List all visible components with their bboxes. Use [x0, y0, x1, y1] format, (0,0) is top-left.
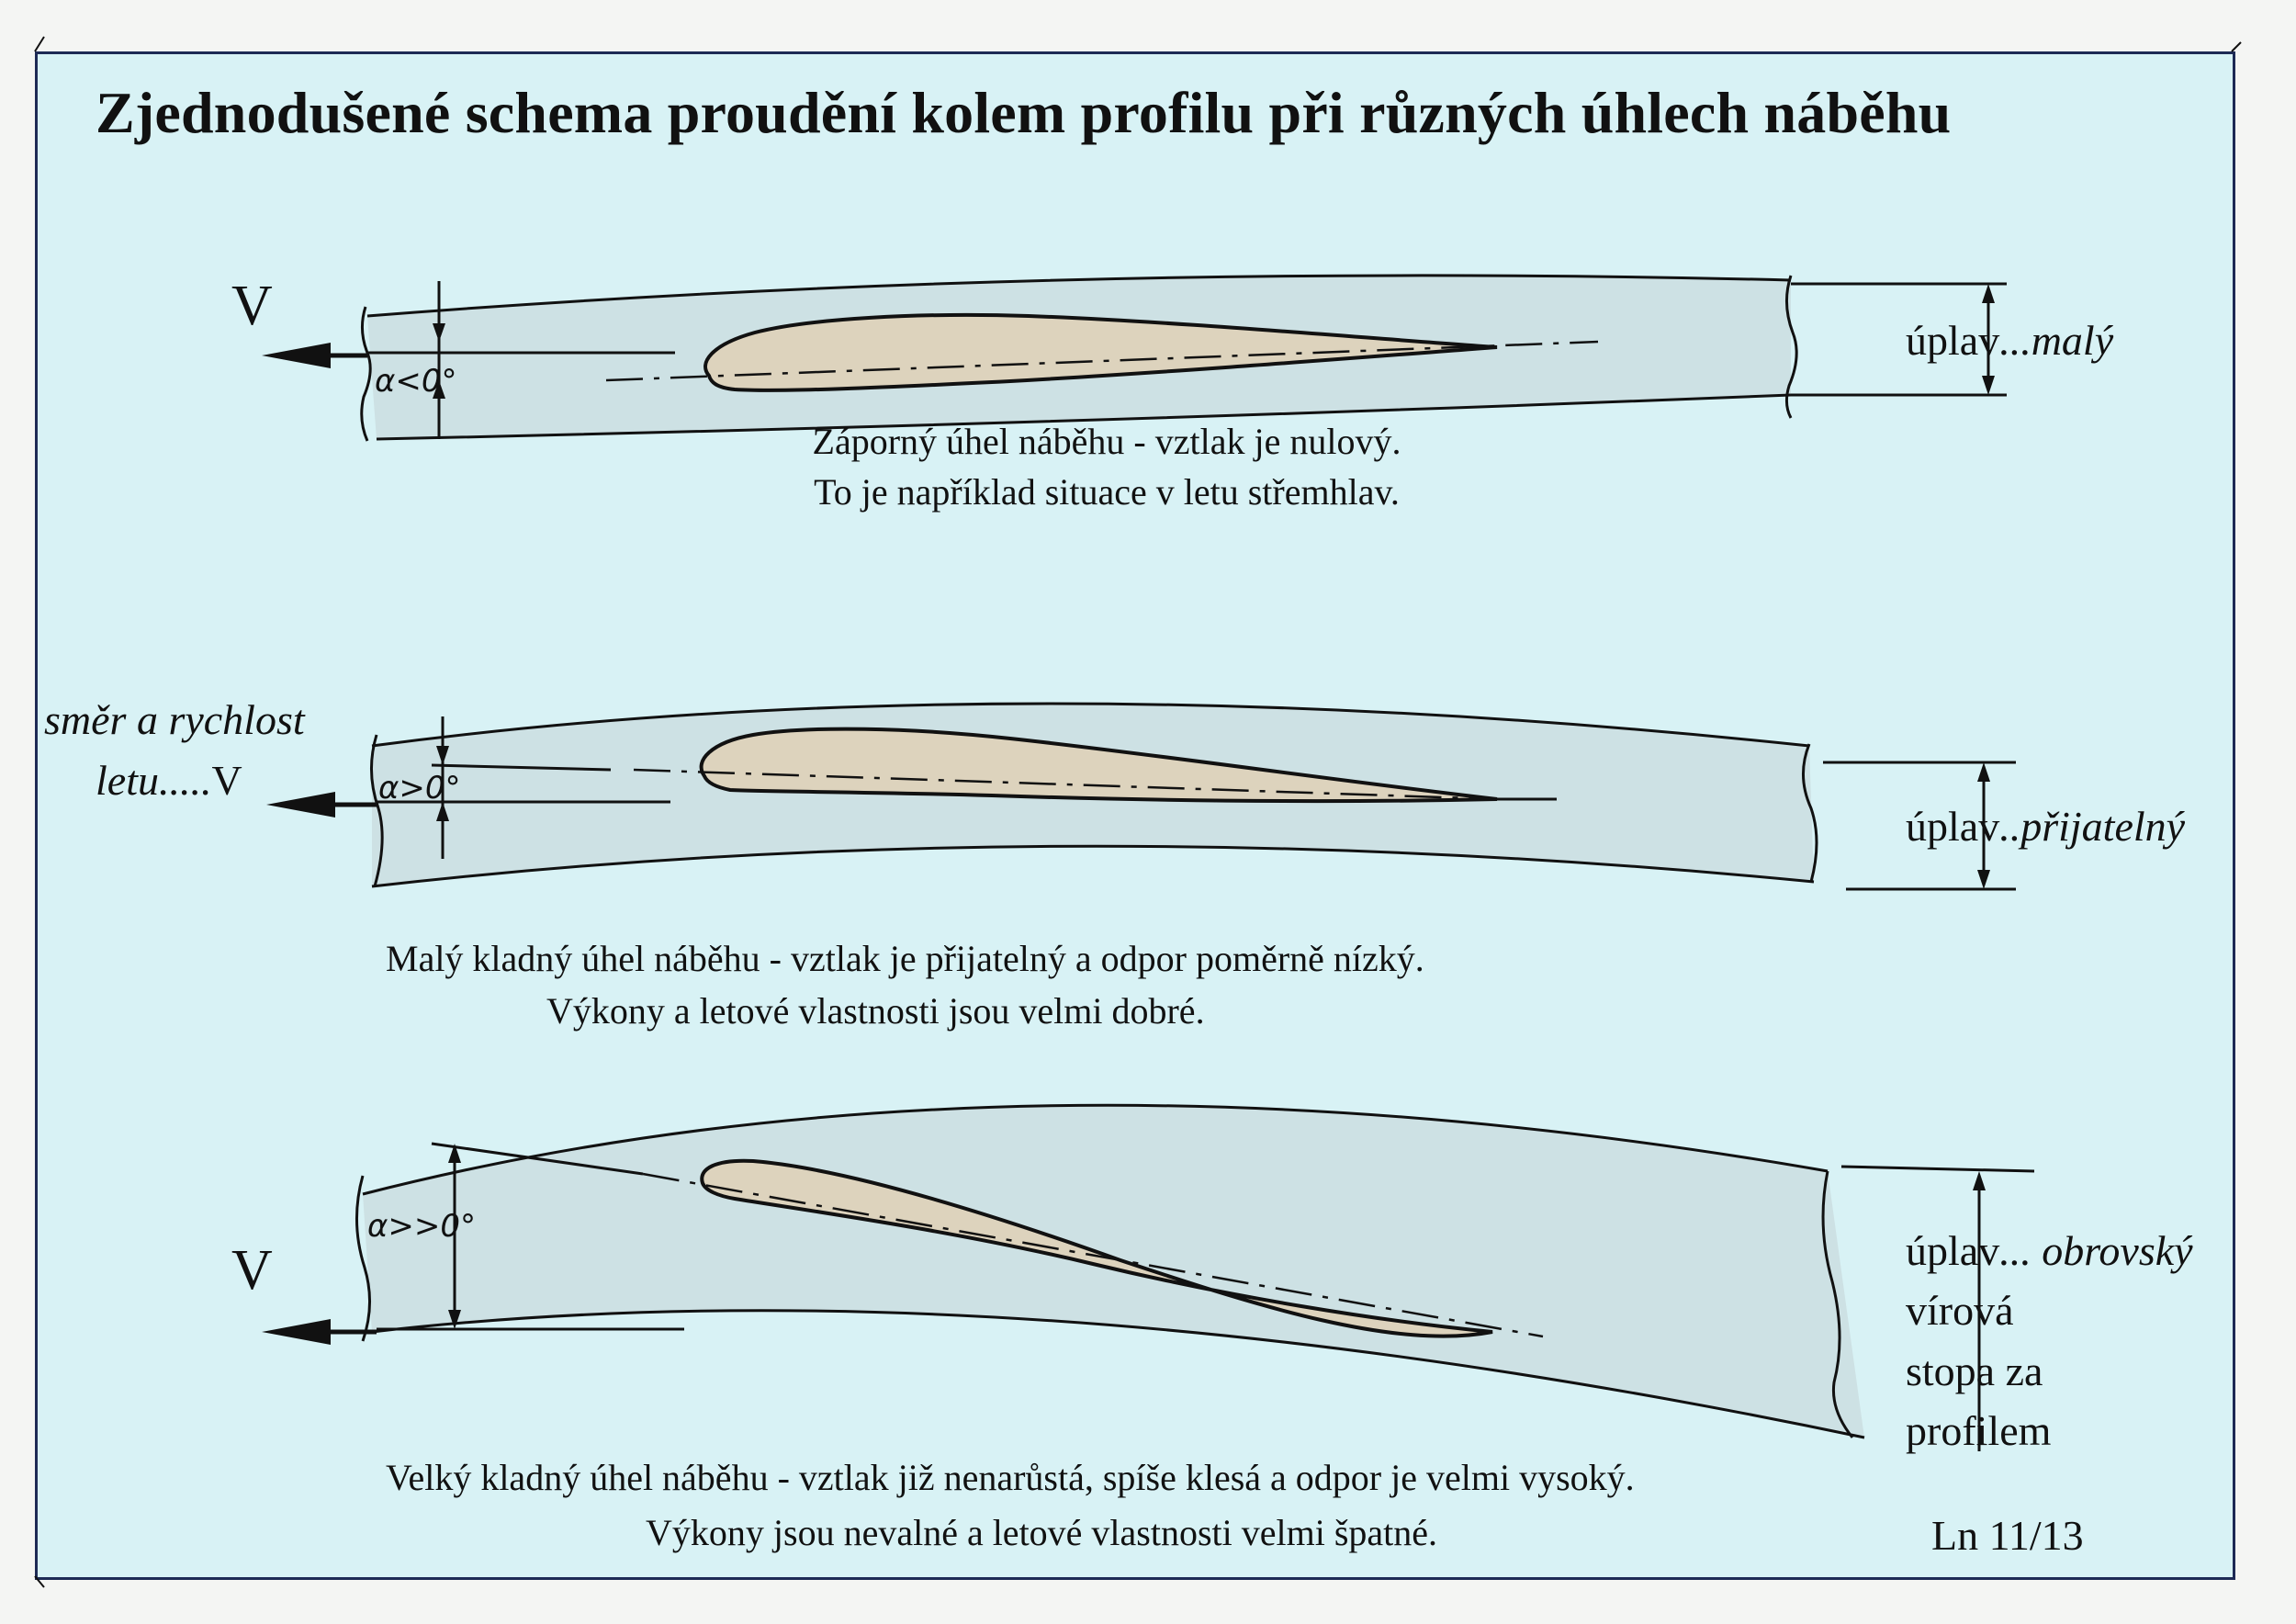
case-2-caption-line-2: Výkony a letové vlastnosti jsou velmi do… — [546, 990, 1205, 1032]
flight-direction-label-line-1: směr a rychlost — [44, 696, 305, 743]
case-3-wake-extra-1: vírová — [1906, 1287, 2014, 1334]
case-3-wake-cut — [1821, 1170, 1854, 1438]
case-1-wake-cut — [1784, 275, 1798, 419]
case-3-diagram — [262, 1103, 2035, 1451]
case-1-inlet-edge — [360, 306, 372, 442]
case-1-velocity-label: V — [231, 275, 273, 337]
case-3-airfoil — [700, 1158, 1493, 1338]
case-1-angle-label: α<0° — [375, 363, 457, 400]
case-2-wake-cut — [1801, 743, 1818, 883]
case-3-chord-line — [642, 1172, 1544, 1338]
page-number: Ln 11/13 — [1931, 1512, 2084, 1559]
case-2-velocity-arrowhead — [266, 792, 335, 818]
case-3-caption-line-2: Výkony jsou nevalné a letové vlastnosti … — [646, 1512, 1438, 1553]
case-2-lower-boundary — [371, 844, 1815, 888]
case-3-lower-boundary — [371, 1309, 1865, 1439]
case-2-inlet-edge — [370, 734, 384, 887]
case-3-angle-label: α>>0° — [367, 1208, 477, 1245]
case-3-inlet-edge — [355, 1175, 371, 1342]
page-title: Zjednodušené schema proudění kolem profi… — [96, 80, 1952, 145]
case-3-upper-boundary — [362, 1103, 1829, 1196]
case-1-caption-line-2: To je například situace v letu střemhlav… — [814, 471, 1400, 513]
case-2-diagram — [266, 702, 2016, 891]
case-3-wake-top — [1840, 1165, 2035, 1173]
case-3-velocity-arrowhead — [262, 1319, 331, 1345]
case-3-wake-extra-2: stopa za — [1906, 1348, 2043, 1394]
case-3-wake-extra-3: profilem — [1906, 1407, 2052, 1454]
case-1-diagram — [262, 274, 2007, 442]
case-2-chord-line — [633, 768, 1498, 801]
case-1-caption-line-1: Záporný úhel náběhu - vztlak je nulový. — [812, 421, 1401, 462]
case-2-upper-boundary — [371, 702, 1810, 748]
case-2-angle-label: α>0° — [378, 770, 461, 806]
case-1-wake-label: úplav...malý — [1906, 317, 2114, 364]
case-3-wake-label: úplav... obrovský — [1906, 1227, 2193, 1274]
case-2-caption-line-1: Malý kladný úhel náběhu - vztlak je přij… — [386, 938, 1424, 979]
case-1-velocity-arrowhead — [262, 343, 331, 368]
case-3-streamtube — [363, 1105, 1864, 1438]
case-3-velocity-label: V — [231, 1239, 273, 1302]
case-3-caption-line-1: Velký kladný úhel náběhu - vztlak již ne… — [386, 1457, 1635, 1498]
case-1-upper-boundary — [366, 274, 1792, 318]
case-1-airfoil — [703, 312, 1498, 392]
case-1-lower-boundary — [376, 393, 1792, 441]
flight-direction-label-line-2: letu.....V — [96, 757, 242, 804]
case-2-wake-label: úplav..přijatelný — [1906, 803, 2186, 850]
